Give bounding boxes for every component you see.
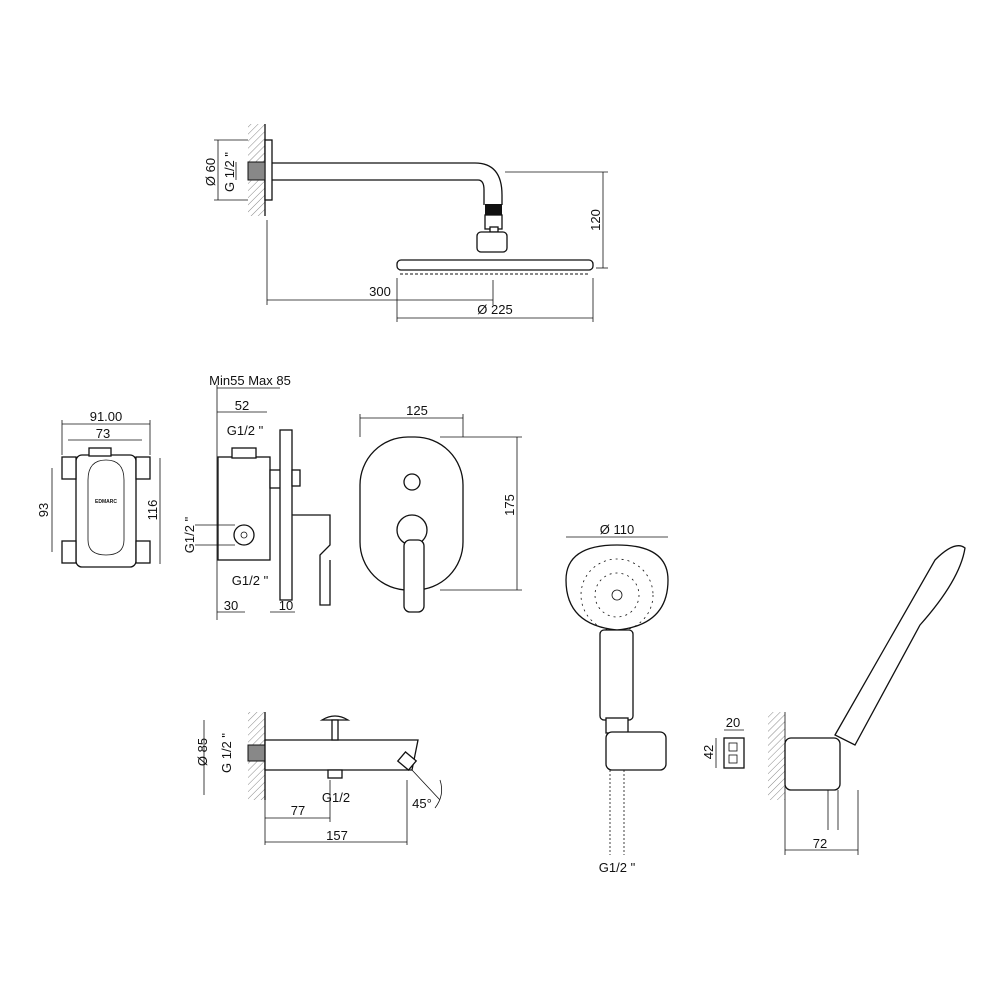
spout-view: Ø 85 G 1/2 " G1/2 77 157 45° <box>195 712 443 845</box>
hose <box>609 770 625 855</box>
cover-plate <box>279 429 293 601</box>
inner-width-label: 73 <box>96 426 110 441</box>
thread-label: G 1/2 " <box>222 152 237 192</box>
outer-width-label: 91.00 <box>90 409 123 424</box>
holder-width-label: 20 <box>726 715 740 730</box>
bath-spout <box>264 739 419 771</box>
front-lever <box>403 539 425 613</box>
front-width-label: 125 <box>406 403 428 418</box>
flange-diameter-label: Ø 60 <box>203 158 218 186</box>
shower-head <box>396 259 594 271</box>
hose-thread-label: G1/2 " <box>599 860 636 875</box>
rough-in-box-view: ЕDMARC 91.00 73 93 116 <box>36 409 161 568</box>
holder-projection-label: 72 <box>813 836 827 851</box>
arm-length-label: 300 <box>369 284 391 299</box>
holder-front <box>723 737 745 769</box>
body-depth-label: 52 <box>235 398 249 413</box>
front-height-label: 175 <box>502 494 517 516</box>
head-diameter-label: Ø 225 <box>477 302 512 317</box>
thread-side-label: G1/2 " <box>182 516 197 553</box>
spout-length-label: 157 <box>326 828 348 843</box>
hand-shower-holder <box>605 731 667 771</box>
box-body <box>75 454 137 568</box>
hand-shower-head <box>565 544 669 631</box>
diverter-thread-label: G1/2 <box>322 790 350 805</box>
wall-holder <box>784 737 841 791</box>
diverter-knob <box>403 473 421 491</box>
spout-offset-label: 77 <box>291 803 305 818</box>
diverter-button <box>319 715 351 721</box>
plate-thickness-label: 10 <box>279 598 293 613</box>
angled-hand-shower <box>834 545 966 746</box>
shower-arm <box>272 162 503 205</box>
rain-shower-view: Ø 60 G 1/2 " 120 300 Ø 225 <box>203 124 608 322</box>
depth-range-label: Min55 Max 85 <box>209 373 291 388</box>
holder-height-label: 42 <box>701 745 716 759</box>
valve-front-view: 125 175 <box>359 403 522 613</box>
hand-shower-handle <box>599 629 634 721</box>
brand-mark: ЕDMARC <box>95 499 117 505</box>
wall-flange <box>264 139 273 201</box>
hand-head-diameter-label: Ø 110 <box>600 522 634 537</box>
offset-label: 30 <box>224 598 238 613</box>
valve-lever <box>292 514 331 606</box>
height-label: 120 <box>588 209 603 231</box>
thread-bottom-label: G1/2 " <box>232 573 269 588</box>
thread-top-label: G1/2 " <box>227 423 264 438</box>
valve-side-view: Min55 Max 85 52 G1/2 " G1/2 " G1/2 " 30 … <box>182 373 331 620</box>
spout-thread-label: G 1/2 " <box>219 733 234 773</box>
hand-shower-view: Ø 110 G1/2 " <box>565 522 669 875</box>
inner-height-label: 93 <box>36 503 51 517</box>
holder-view: 20 42 72 <box>701 545 966 855</box>
outer-height-label: 116 <box>145 500 160 521</box>
spout-angle-label: 45° <box>412 796 432 811</box>
spout-flange-label: Ø 85 <box>195 738 210 766</box>
